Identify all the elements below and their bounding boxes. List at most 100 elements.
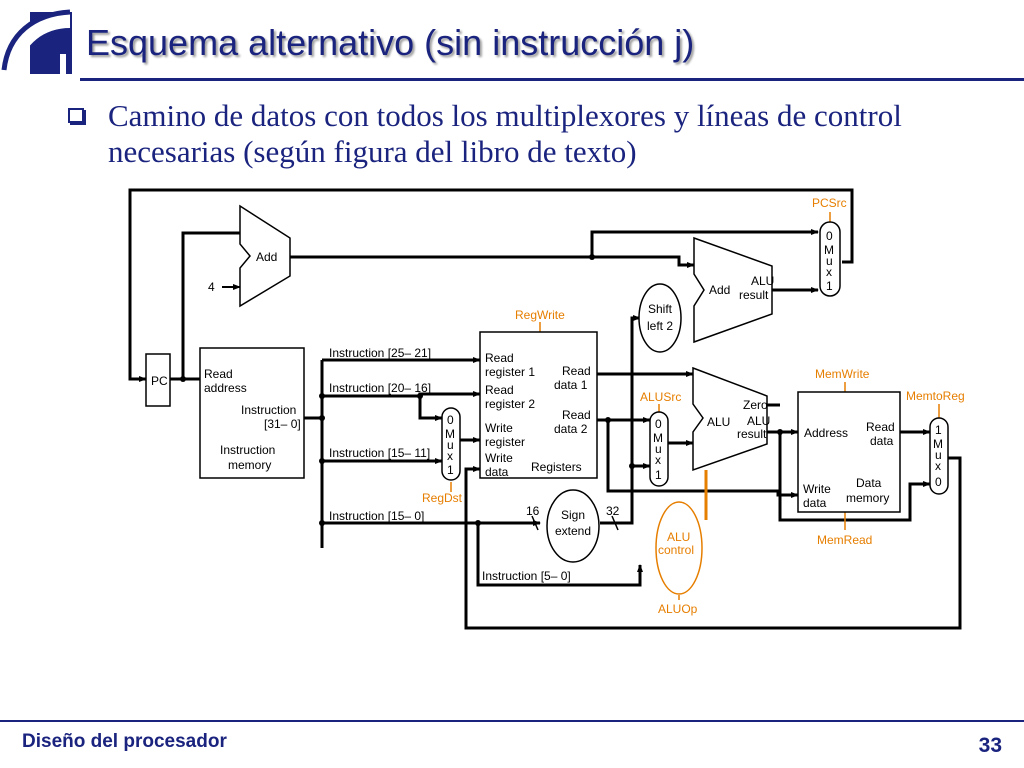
- alu-result-1: ALU: [747, 414, 770, 428]
- dm-read-1: Read: [866, 420, 895, 434]
- shift-left-2: [638, 283, 682, 353]
- memread-label: MemRead: [817, 533, 872, 547]
- dm-name-1: Data: [856, 476, 882, 490]
- pcsrc-label: PCSrc: [812, 196, 847, 210]
- title-underline: [80, 78, 1024, 81]
- imem-instr-2: [31– 0]: [264, 417, 301, 431]
- datapath-wires: [128, 188, 962, 630]
- pcsrc-mux-x: x: [826, 265, 832, 279]
- sign-label-2: extend: [555, 524, 591, 538]
- memtoreg-mux-m: M: [933, 437, 943, 451]
- footer-rule: [0, 720, 1024, 722]
- imem-instr-1: Instruction: [241, 403, 296, 417]
- rf-wd-1: Write: [485, 451, 513, 465]
- bullet-box-icon: [68, 108, 84, 123]
- rf-rr1-2: register 1: [485, 365, 535, 379]
- rf-rd2-1: Read: [562, 408, 591, 422]
- dm-write-1: Write: [803, 482, 831, 496]
- memtoreg-mux-0: 0: [935, 475, 942, 489]
- memtoreg-mux: [929, 417, 949, 495]
- branch-adder: [693, 236, 773, 344]
- dm-address: Address: [804, 426, 848, 440]
- imem-name-2: memory: [228, 458, 271, 472]
- rf-wd-2: data: [485, 465, 509, 479]
- pcsrc-mux-0: 0: [826, 229, 833, 243]
- university-logo: [1, 9, 72, 76]
- rf-rd2-2: data 2: [554, 422, 588, 436]
- rf-rr2-2: register 2: [485, 397, 535, 411]
- pcsrc-mux-1: 1: [826, 279, 833, 293]
- pc-register: [145, 353, 171, 407]
- instr-5-0: Instruction [5– 0]: [482, 569, 571, 583]
- bullet-text: Camino de datos con todos los multiplexo…: [108, 98, 902, 169]
- imem-name-1: Instruction: [220, 443, 275, 457]
- pc-adder-label: Add: [256, 250, 277, 264]
- pcsrc-mux-u: u: [826, 254, 833, 268]
- dm-read-2: data: [870, 434, 894, 448]
- rf-name: Registers: [531, 460, 582, 474]
- branch-adder-result-2: result: [739, 288, 769, 302]
- footer-course-title: Diseño del procesador: [22, 731, 227, 752]
- pcsrc-mux-m: M: [824, 243, 834, 257]
- page-number: 33: [978, 734, 1002, 757]
- aluop-label: ALUOp: [658, 602, 698, 616]
- instr-15-0: Instruction [15– 0]: [329, 509, 424, 523]
- alusrc-mux-m: M: [653, 431, 663, 445]
- sign-label-1: Sign: [561, 508, 585, 522]
- regdst-mux-m: M: [445, 427, 455, 441]
- alu-result-2: result: [737, 427, 767, 441]
- alusrc-mux-0: 0: [655, 417, 662, 431]
- rf-wr-1: Write: [485, 421, 513, 435]
- instr-20-16: Instruction [20– 16]: [329, 381, 431, 395]
- alusrc-mux: [649, 411, 669, 487]
- rf-rd1-1: Read: [562, 364, 591, 378]
- alusrc-label: ALUSrc: [640, 390, 681, 404]
- regwrite-label: RegWrite: [515, 308, 565, 322]
- instr-15-11: Instruction [15– 11]: [329, 446, 430, 460]
- alusrc-mux-x: x: [655, 453, 661, 467]
- regdst-mux-0: 0: [447, 413, 454, 427]
- shift-label-1: Shift: [648, 302, 673, 316]
- imem-read-2: address: [204, 381, 247, 395]
- aluctl-label-2: control: [658, 543, 694, 557]
- dm-write-2: data: [803, 496, 827, 510]
- main-alu: [692, 366, 768, 472]
- data-memory: [797, 391, 901, 513]
- slide-title: Esquema alternativo (sin instrucción j): [86, 22, 695, 63]
- sign-extend: [546, 489, 600, 563]
- rf-rr2-1: Read: [485, 383, 514, 397]
- pc-adder: [239, 204, 291, 308]
- wire-junctions: [180, 254, 783, 526]
- bits-16: 16: [526, 504, 540, 518]
- memtoreg-mux-1: 1: [935, 423, 942, 437]
- shift-label-2: left 2: [647, 319, 673, 333]
- memtoreg-mux-x: x: [935, 459, 941, 473]
- alusrc-mux-1: 1: [655, 468, 662, 482]
- bits-32: 32: [606, 504, 620, 518]
- regdst-mux-u: u: [447, 438, 454, 452]
- instruction-memory: [199, 347, 305, 479]
- constant-four: 4: [208, 280, 215, 294]
- pc-label: PC: [151, 374, 168, 388]
- memtoreg-label: MemtoReg: [906, 389, 965, 403]
- pcsrc-mux: [819, 221, 841, 297]
- memwrite-label: MemWrite: [815, 367, 870, 381]
- imem-read-1: Read: [204, 367, 233, 381]
- alusrc-mux-u: u: [655, 442, 662, 456]
- instr-25-21: Instruction [25– 21]: [329, 346, 431, 360]
- aluctl-label-1: ALU: [667, 530, 690, 544]
- alu-label: ALU: [707, 415, 730, 429]
- alu-control: [655, 501, 703, 595]
- regdst-mux-x: x: [447, 449, 453, 463]
- branch-adder-result-1: ALU: [751, 274, 774, 288]
- rf-wr-2: register: [485, 435, 525, 449]
- alu-zero: Zero: [743, 398, 768, 412]
- register-file: [479, 331, 598, 479]
- dm-name-2: memory: [846, 491, 889, 505]
- rf-rd1-2: data 1: [554, 378, 588, 392]
- branch-adder-label: Add: [709, 283, 730, 297]
- rf-rr1-1: Read: [485, 351, 514, 365]
- regdst-mux-1: 1: [447, 463, 454, 477]
- memtoreg-mux-u: u: [935, 448, 942, 462]
